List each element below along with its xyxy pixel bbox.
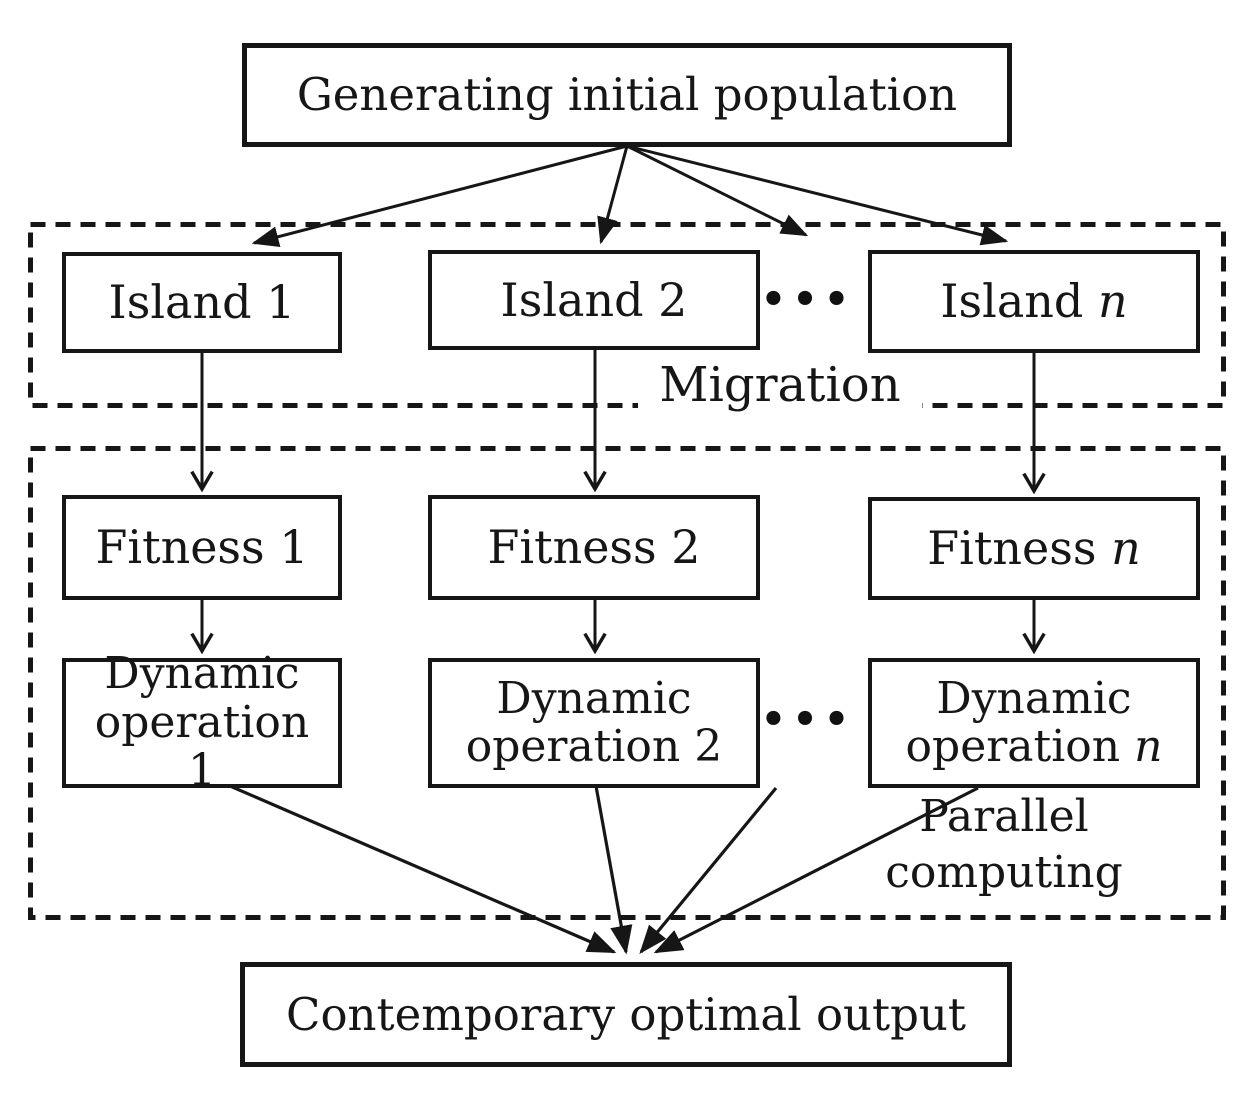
fan-out-arrows <box>251 144 1009 247</box>
island-n-box: Island n <box>868 250 1200 353</box>
generate-population-box: Generating initial population <box>242 43 1012 147</box>
fitness-n-box: Fitness n <box>868 497 1200 600</box>
ellipsis-islands: ••• <box>760 275 856 323</box>
generate-population-label: Generating initial population <box>296 68 958 122</box>
dynamic-operation-n-index: n <box>1134 721 1163 772</box>
dynamic-operation-1-box: Dynamic operation 1 <box>62 650 342 795</box>
island-to-fitness-arrows <box>190 347 1046 495</box>
arrow-generate-to-island-1 <box>251 144 628 247</box>
dynamic-operation-n-label: Dynamic operation <box>905 672 1132 772</box>
migration-region-border <box>28 222 1226 408</box>
fitness-1-index: 1 <box>279 520 309 575</box>
dynamic-operation-2-label: Dynamic operation <box>465 672 692 772</box>
parallel-computing-label: Parallel computing <box>885 790 1123 898</box>
output-box: Contemporary optimal output <box>240 962 1012 1067</box>
fitness-1-box: Fitness 1 <box>62 495 342 600</box>
island-2-label: Island <box>500 272 644 327</box>
ellipsis-operations: ••• <box>760 695 856 743</box>
island-2-index: 2 <box>658 272 688 327</box>
fitness-2-index: 2 <box>671 520 701 575</box>
fitness-to-dynamic-arrows <box>190 598 1046 655</box>
dynamic-operation-1-label: Dynamic operation <box>94 648 310 748</box>
arrow-generate-to-island-2 <box>597 145 629 245</box>
fitness-n-index: n <box>1111 521 1141 576</box>
dynamic-operation-1-index: 1 <box>188 745 216 797</box>
island-1-index: 1 <box>266 275 296 330</box>
fitness-n-label: Fitness <box>927 521 1097 576</box>
island-1-label: Island <box>108 275 252 330</box>
island-1-box: Island 1 <box>62 252 342 353</box>
fitness-1-label: Fitness <box>95 520 265 575</box>
arrow-dynamic-1-to-output <box>229 784 617 954</box>
arrow-generate-to-island-n <box>626 144 1009 246</box>
dynamic-operation-2-box: Dynamic operation 2 <box>428 658 760 788</box>
arrow-generate-to-ellipsis <box>626 144 809 237</box>
island-n-label: Island <box>940 274 1084 329</box>
dynamic-operation-n-box: Dynamic operation n <box>868 658 1200 788</box>
fitness-2-label: Fitness <box>487 520 657 575</box>
arrow-ellipsis-to-output <box>639 786 778 954</box>
island-2-box: Island 2 <box>428 250 760 350</box>
island-n-index: n <box>1097 274 1128 329</box>
migration-label: Migration <box>638 356 922 414</box>
fitness-2-box: Fitness 2 <box>428 495 760 600</box>
converging-arrows <box>229 784 979 955</box>
parallel-computing-region-border <box>28 446 1226 920</box>
dynamic-operation-2-index: 2 <box>694 721 723 772</box>
output-label: Contemporary optimal output <box>286 987 966 1041</box>
arrow-dynamic-2-to-output <box>594 785 633 955</box>
arrow-dynamic-n-to-output <box>653 786 979 954</box>
